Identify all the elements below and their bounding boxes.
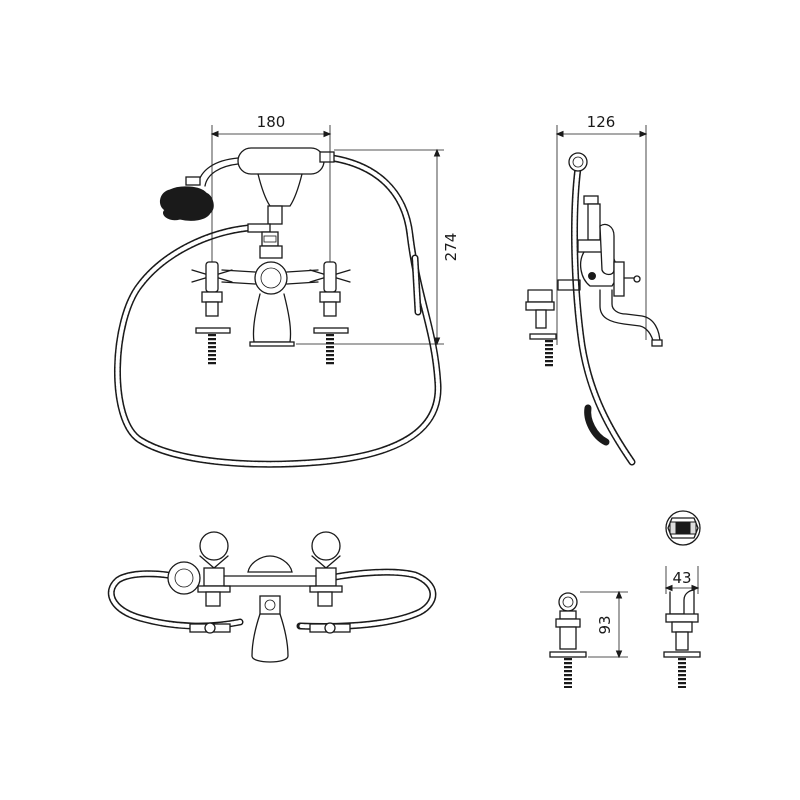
dimension-126: 126 — [555, 113, 648, 345]
handset-cradle — [237, 147, 335, 225]
plan-mixer-body — [189, 555, 351, 663]
dimension-label-274: 274 — [442, 233, 460, 262]
dimension-274: 274 — [296, 148, 460, 346]
side-shower-hose — [571, 164, 636, 466]
side-handset-end — [568, 152, 588, 172]
dimension-180: 180 — [210, 113, 332, 262]
shower-head — [159, 176, 214, 221]
front-elevation-view: 180 274 — [114, 113, 460, 468]
leg-detail-front: 93 — [549, 590, 628, 688]
side-elevation-view: 126 — [525, 113, 663, 466]
plan-handset-ring — [167, 561, 201, 595]
mixer-body — [221, 223, 319, 347]
left-cross-handle-tap — [191, 261, 233, 366]
plan-right-handle — [309, 531, 343, 607]
dimension-label-43: 43 — [672, 569, 691, 587]
dimension-label-180: 180 — [257, 113, 286, 131]
dimension-43: 43 — [664, 566, 700, 594]
side-mixer-body — [525, 195, 663, 368]
dimension-label-93: 93 — [596, 615, 614, 634]
right-cross-handle-tap — [309, 261, 351, 366]
plan-left-handle — [197, 531, 231, 607]
leg-detail-side: 43 — [663, 510, 701, 688]
dimension-label-126: 126 — [587, 113, 616, 131]
shower-hose — [114, 154, 442, 468]
dimension-93: 93 — [580, 590, 628, 659]
plan-view — [107, 531, 437, 663]
